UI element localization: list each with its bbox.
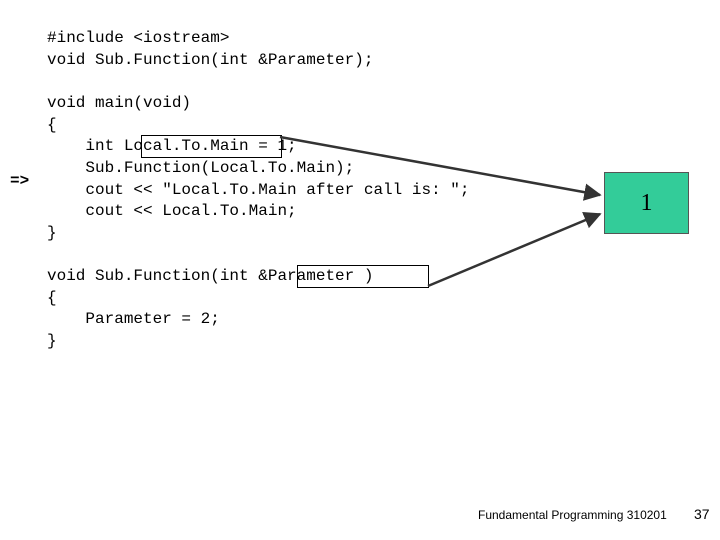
current-line-marker: => (10, 172, 30, 190)
memory-value: 1 (640, 189, 653, 216)
code-line-assign-parameter: Parameter = 2; (47, 310, 220, 328)
code-line-declare-local: int Local.To.Main = 1; (47, 137, 297, 155)
code-line-main-signature: void main(void) (47, 94, 192, 112)
page-number: 37 (694, 506, 710, 522)
memory-value-box: 1 (604, 172, 689, 234)
code-line-include: #include <iostream> (47, 29, 230, 47)
code-line-sub-close-brace: } (47, 332, 57, 350)
code-line-call-subfunction: Sub.Function(Local.To.Main); (47, 159, 355, 177)
code-line-prototype: void Sub.Function(int &Parameter); (47, 51, 374, 69)
footer-course-label: Fundamental Programming 310201 (478, 508, 667, 522)
code-line-cout-value: cout << Local.To.Main; (47, 202, 297, 220)
parameter-reference-arrow (427, 212, 602, 288)
code-line-cout-label: cout << "Local.To.Main after call is: "; (47, 181, 470, 199)
code-line-main-close-brace: } (47, 224, 57, 242)
code-line-sub-open-brace: { (47, 289, 57, 307)
local-to-main-arrow (279, 135, 602, 201)
code-line-main-open-brace: { (47, 116, 57, 134)
code-line-sub-signature: void Sub.Function(int &Parameter ) (47, 267, 374, 285)
